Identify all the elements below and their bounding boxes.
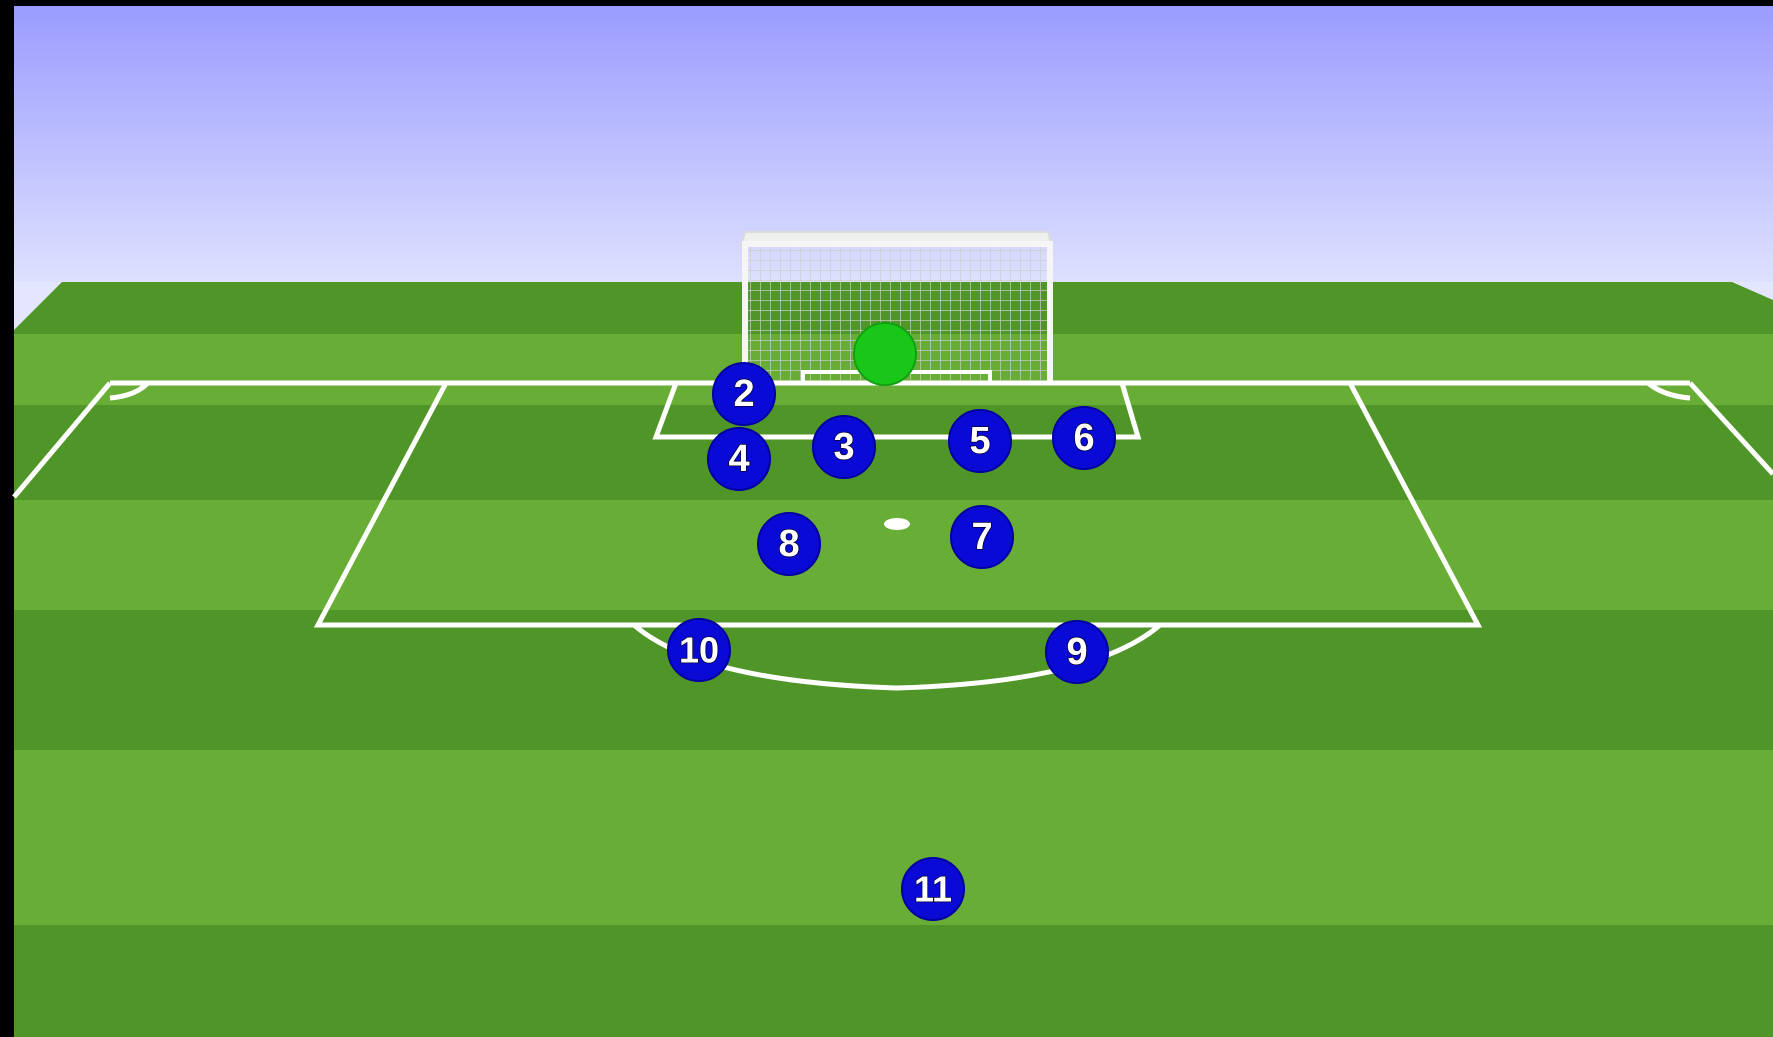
player-9-marker[interactable]: 9 xyxy=(1046,621,1108,683)
player-5-marker[interactable]: 5 xyxy=(949,410,1011,472)
player-7-number: 7 xyxy=(971,516,992,558)
player-10-marker[interactable]: 10 xyxy=(668,619,730,681)
grass-stripe xyxy=(14,610,1773,750)
player-9-number: 9 xyxy=(1066,631,1087,673)
player-2-number: 2 xyxy=(733,373,754,415)
player-5-number: 5 xyxy=(969,420,990,462)
grass xyxy=(14,282,1773,1037)
goalkeeper-marker xyxy=(854,323,916,385)
player-7-marker[interactable]: 7 xyxy=(951,506,1013,568)
player-4-marker[interactable]: 4 xyxy=(708,428,770,490)
player-3-marker[interactable]: 3 xyxy=(813,416,875,478)
player-11-number: 11 xyxy=(914,869,952,910)
grass-stripe xyxy=(14,925,1773,1037)
player-11-marker[interactable]: 11 xyxy=(902,858,964,920)
player-8-number: 8 xyxy=(778,523,799,565)
grass-stripe xyxy=(14,405,1773,500)
player-6-marker[interactable]: 6 xyxy=(1053,407,1115,469)
penalty-spot xyxy=(884,518,910,530)
player-8-marker[interactable]: 8 xyxy=(758,513,820,575)
player-3-number: 3 xyxy=(833,426,854,468)
player-6-number: 6 xyxy=(1073,417,1094,459)
player-10-number: 10 xyxy=(679,630,719,671)
player-2-marker[interactable]: 2 xyxy=(713,363,775,425)
player-4-number: 4 xyxy=(728,438,749,480)
